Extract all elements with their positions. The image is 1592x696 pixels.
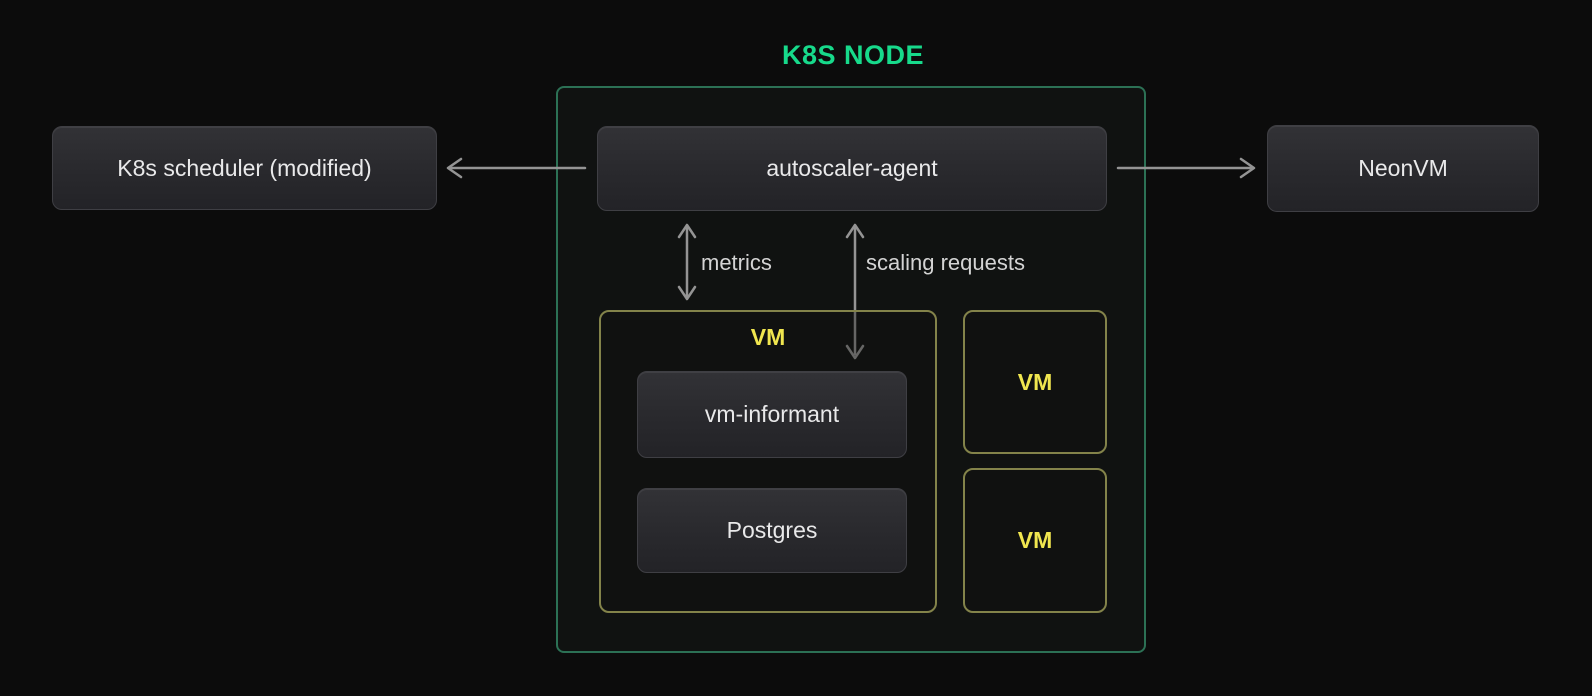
vm-small-1-label: VM bbox=[1017, 368, 1053, 395]
vm-small-2-label: VM bbox=[1017, 527, 1053, 553]
node-vm-informant-label: vm-informant bbox=[704, 401, 840, 427]
edge-label-scaling-requests: scaling requests bbox=[866, 250, 1025, 275]
vm-small-2: VM bbox=[963, 468, 1107, 613]
k8s-node-title: K8S NODE bbox=[781, 40, 925, 70]
node-postgres: Postgres bbox=[637, 488, 907, 573]
node-vm-informant: vm-informant bbox=[637, 371, 907, 458]
vm-small-1: VM bbox=[963, 310, 1107, 454]
node-neonvm: NeonVM bbox=[1267, 125, 1539, 212]
node-neonvm-label: NeonVM bbox=[1358, 155, 1448, 181]
node-postgres-label: Postgres bbox=[726, 517, 818, 543]
node-k8s-scheduler-label: K8s scheduler (modified) bbox=[117, 154, 372, 181]
node-autoscaler-agent-label: autoscaler-agent bbox=[766, 155, 938, 181]
vm-main-label: VM bbox=[750, 324, 786, 350]
edge-label-metrics: metrics bbox=[701, 250, 772, 275]
node-autoscaler-agent: autoscaler-agent bbox=[597, 126, 1107, 211]
node-k8s-scheduler: K8s scheduler (modified) bbox=[52, 126, 437, 210]
